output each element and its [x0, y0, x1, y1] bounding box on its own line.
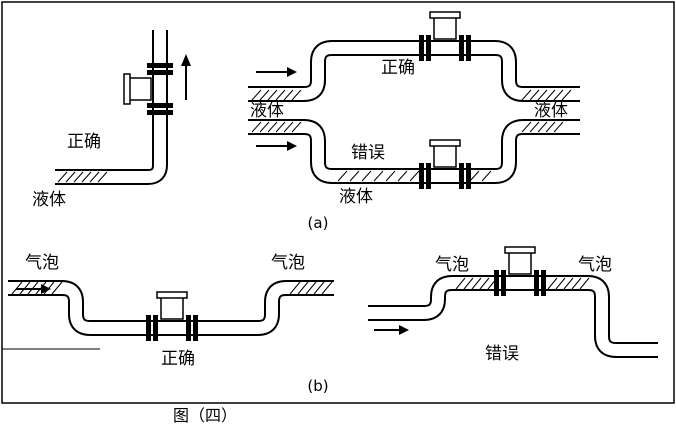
label-bubble-out: 气泡 — [271, 253, 305, 273]
figure-border — [1, 1, 675, 404]
flowmeter — [419, 11, 471, 61]
section-b-tag: (b) — [307, 377, 328, 395]
meter-head — [128, 77, 152, 101]
liquid-hatch — [521, 89, 572, 101]
label-liquid-out: 液体 — [534, 101, 568, 121]
flange-icon — [419, 35, 471, 61]
bubble-hatch — [547, 277, 590, 290]
meter-head — [433, 16, 457, 40]
meter-cap — [156, 291, 188, 299]
meter-cap — [123, 73, 131, 105]
bubble-hatch — [455, 277, 498, 290]
figure-caption: 图（四） — [173, 406, 237, 425]
label-wrong: 错误 — [485, 344, 519, 364]
bubble-hatch — [289, 281, 333, 295]
flow-up-arrowhead-icon — [181, 54, 191, 66]
flowmeter — [146, 291, 198, 341]
flow-right-arrowhead-icon — [41, 284, 51, 294]
label-wrong: 错误 — [351, 143, 385, 163]
pipe-vertical-run-bore — [55, 30, 166, 183]
meter-head — [160, 296, 184, 320]
flow-right-arrowhead-icon — [287, 67, 297, 77]
label-correct: 正确 — [161, 349, 195, 369]
liquid-hatch — [57, 171, 108, 183]
flange-icon — [419, 163, 471, 189]
pipe-vertical-run — [55, 30, 168, 185]
flowmeter — [494, 246, 546, 296]
pipe-raised-loop-bore — [248, 42, 580, 100]
flow-right-arrowhead-icon — [287, 141, 297, 151]
section-a-tag: (a) — [308, 214, 329, 232]
label-correct: 正确 — [67, 132, 101, 152]
label-liquid: 液体 — [32, 190, 66, 210]
liquid-hatch — [251, 89, 302, 101]
label-liquid-in: 液体 — [250, 101, 284, 121]
meter-cap — [429, 139, 461, 147]
flange-icon — [494, 270, 546, 296]
flange-icon — [147, 63, 173, 115]
flowmeter — [419, 139, 471, 189]
label-liquid-low: 液体 — [339, 187, 373, 207]
pipe-dipped-loop — [248, 119, 580, 184]
meter-cap — [504, 246, 536, 254]
flange-icon — [146, 315, 198, 341]
liquid-hatch — [521, 121, 564, 133]
label-correct: 正确 — [381, 58, 415, 78]
liquid-hatch — [251, 121, 302, 133]
label-bubble-in: 气泡 — [25, 253, 59, 273]
meter-head — [433, 144, 457, 168]
liquid-hatch — [337, 170, 492, 182]
meter-head — [508, 251, 532, 275]
flow-right-arrowhead-icon — [399, 325, 409, 335]
label-bubble-in: 气泡 — [435, 255, 469, 275]
flowmeter — [123, 63, 173, 115]
label-bubble-out: 气泡 — [578, 255, 612, 275]
pipe-bubble-hump-bore — [368, 277, 658, 356]
meter-cap — [429, 11, 461, 19]
pipe-bubble-dip-bore — [8, 282, 334, 334]
pipe-dipped-loop-bore — [248, 121, 580, 182]
